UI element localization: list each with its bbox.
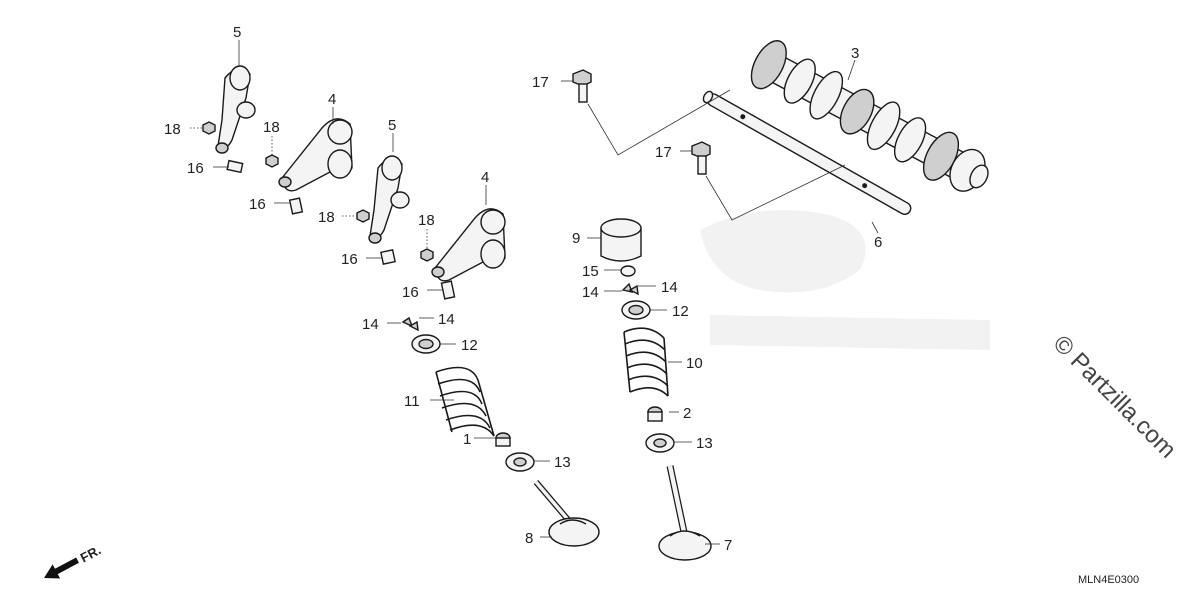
valve-stem-seal-right — [647, 406, 663, 422]
valve-spring-right — [623, 327, 669, 397]
rocker-arm-5-left — [215, 65, 256, 154]
callout-labels: 5 4 5 4 18 18 18 18 16 16 16 16 17 17 3 … — [164, 24, 882, 554]
bolt-lower — [691, 141, 711, 175]
diagram-code: MLN4E0300 — [1078, 574, 1139, 586]
retainer-left — [411, 334, 441, 354]
front-arrow-icon — [44, 557, 79, 579]
callout-18-c: 18 — [318, 209, 335, 226]
cotter-left — [401, 316, 419, 332]
callout-9: 9 — [572, 230, 580, 247]
bolt-upper — [572, 69, 592, 103]
callout-17-a: 17 — [532, 74, 549, 91]
callout-16-a: 16 — [187, 160, 204, 177]
shim — [620, 265, 636, 277]
callout-17-b: 17 — [655, 144, 672, 161]
callout-7: 7 — [724, 537, 732, 554]
exhaust-valve — [533, 480, 600, 547]
front-direction-indicator: FR. — [44, 542, 104, 579]
callout-3: 3 — [851, 45, 859, 62]
callout-18-a: 18 — [164, 121, 181, 138]
bolt-lower-route — [705, 164, 846, 221]
callout-15: 15 — [582, 263, 599, 280]
rocker-arm-5-right — [368, 155, 410, 244]
callout-6: 6 — [874, 234, 882, 251]
valve-stem-seal-left — [495, 432, 511, 447]
spring-seat-left — [505, 452, 535, 472]
callout-4-right: 4 — [481, 169, 489, 186]
background-logo — [700, 210, 990, 350]
spring-seat-right — [645, 433, 675, 453]
callout-18-d: 18 — [418, 212, 435, 229]
camshaft — [750, 40, 989, 192]
callout-10: 10 — [686, 355, 703, 372]
callout-11: 11 — [404, 393, 420, 410]
callout-5-right: 5 — [388, 117, 396, 134]
retainer-right — [621, 300, 651, 320]
callout-13-right: 13 — [696, 435, 713, 452]
callout-14-d: 14 — [438, 311, 455, 328]
callout-14-b: 14 — [661, 279, 678, 296]
nut-2 — [265, 154, 279, 168]
cotter-right — [621, 282, 639, 296]
valve-lifter — [600, 218, 642, 262]
callout-12-right: 12 — [672, 303, 689, 320]
callout-14-c: 14 — [362, 316, 379, 333]
callout-14-a: 14 — [582, 284, 599, 301]
leader-lines — [190, 40, 879, 545]
callout-8: 8 — [525, 530, 533, 547]
adjust-screw-4 — [440, 280, 456, 300]
adjust-screw-3 — [380, 249, 396, 265]
watermark: © Partzilla.com — [1048, 330, 1181, 463]
front-label: FR. — [78, 542, 104, 565]
callout-4-left: 4 — [328, 91, 336, 108]
rocker-arm-shaft — [702, 90, 912, 215]
intake-valve — [658, 465, 712, 561]
nut-3 — [356, 209, 370, 223]
callout-2: 2 — [683, 405, 691, 422]
callout-12-left: 12 — [461, 337, 478, 354]
nut-1 — [202, 121, 216, 135]
adjust-screw-1 — [226, 159, 244, 174]
nut-4 — [420, 248, 434, 262]
callout-16-c: 16 — [341, 251, 358, 268]
valve-spring-left — [435, 366, 495, 437]
bolt-upper-route — [587, 89, 731, 156]
rocker-arm-4-right — [431, 208, 506, 282]
rocker-arm-4-left — [278, 118, 353, 192]
callout-18-b: 18 — [263, 119, 280, 136]
callout-5-left: 5 — [233, 24, 241, 41]
callout-16-d: 16 — [402, 284, 419, 301]
callout-16-b: 16 — [249, 196, 266, 213]
adjust-screw-2 — [288, 197, 304, 215]
callout-13-left: 13 — [554, 454, 571, 471]
callout-1: 1 — [463, 431, 471, 448]
